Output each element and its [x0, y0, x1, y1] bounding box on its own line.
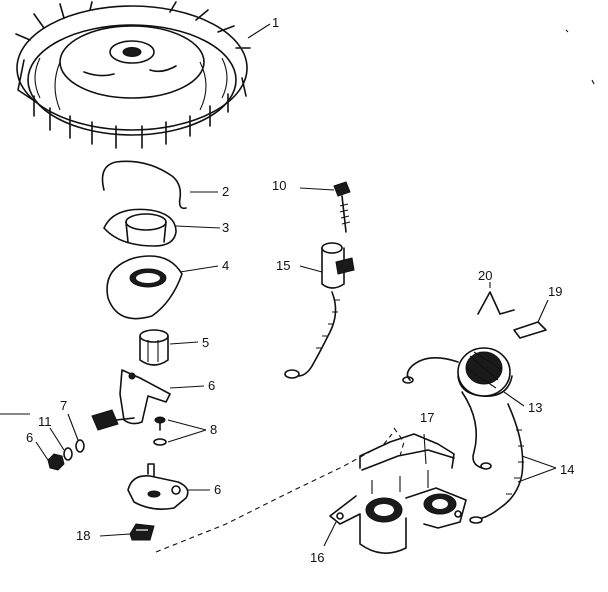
callout-18: 18 [76, 528, 90, 543]
callout-2: 2 [222, 184, 229, 199]
gasket-plate-part [106, 255, 183, 320]
callout-17: 17 [420, 410, 434, 425]
breaker-arm-part [91, 369, 171, 431]
ignition-coil-part [402, 347, 513, 470]
callout-5: 5 [202, 335, 209, 350]
callout-13: 13 [528, 400, 542, 415]
callout-15: 15 [276, 258, 290, 273]
felt-pad-part [129, 523, 155, 541]
screw-washer-part [153, 416, 167, 446]
callout-6-upper: 6 [208, 378, 215, 393]
callout-9: 8 [210, 422, 217, 437]
mounting-plate-part [127, 463, 189, 510]
callout-16: 16 [310, 550, 324, 565]
callout-20: 20 [478, 268, 492, 283]
callout-11: 11 [38, 414, 52, 429]
callout-4: 4 [222, 258, 229, 273]
callout-1: 1 [272, 15, 279, 30]
spring-wire-part [101, 160, 187, 210]
nut-washer-set-part [47, 439, 85, 471]
callout-10: 10 [272, 178, 286, 193]
bushing-part [139, 329, 169, 366]
assembly-line [155, 433, 393, 553]
clip-part [477, 291, 515, 315]
flywheel-part [15, 1, 251, 149]
screw-part [333, 181, 351, 233]
tab-part [513, 321, 547, 339]
cup-shield-part [103, 208, 177, 247]
callout-14: 14 [560, 462, 574, 477]
callout-3: 3 [222, 220, 229, 235]
coil-bracket-part [329, 433, 467, 554]
callout-8: 6 [26, 430, 33, 445]
callout-19: 19 [548, 284, 562, 299]
callout-6-lower: 6 [214, 482, 221, 497]
ground-lead-part [469, 403, 524, 524]
condenser-part [284, 242, 355, 379]
callout-7: 7 [60, 398, 67, 413]
